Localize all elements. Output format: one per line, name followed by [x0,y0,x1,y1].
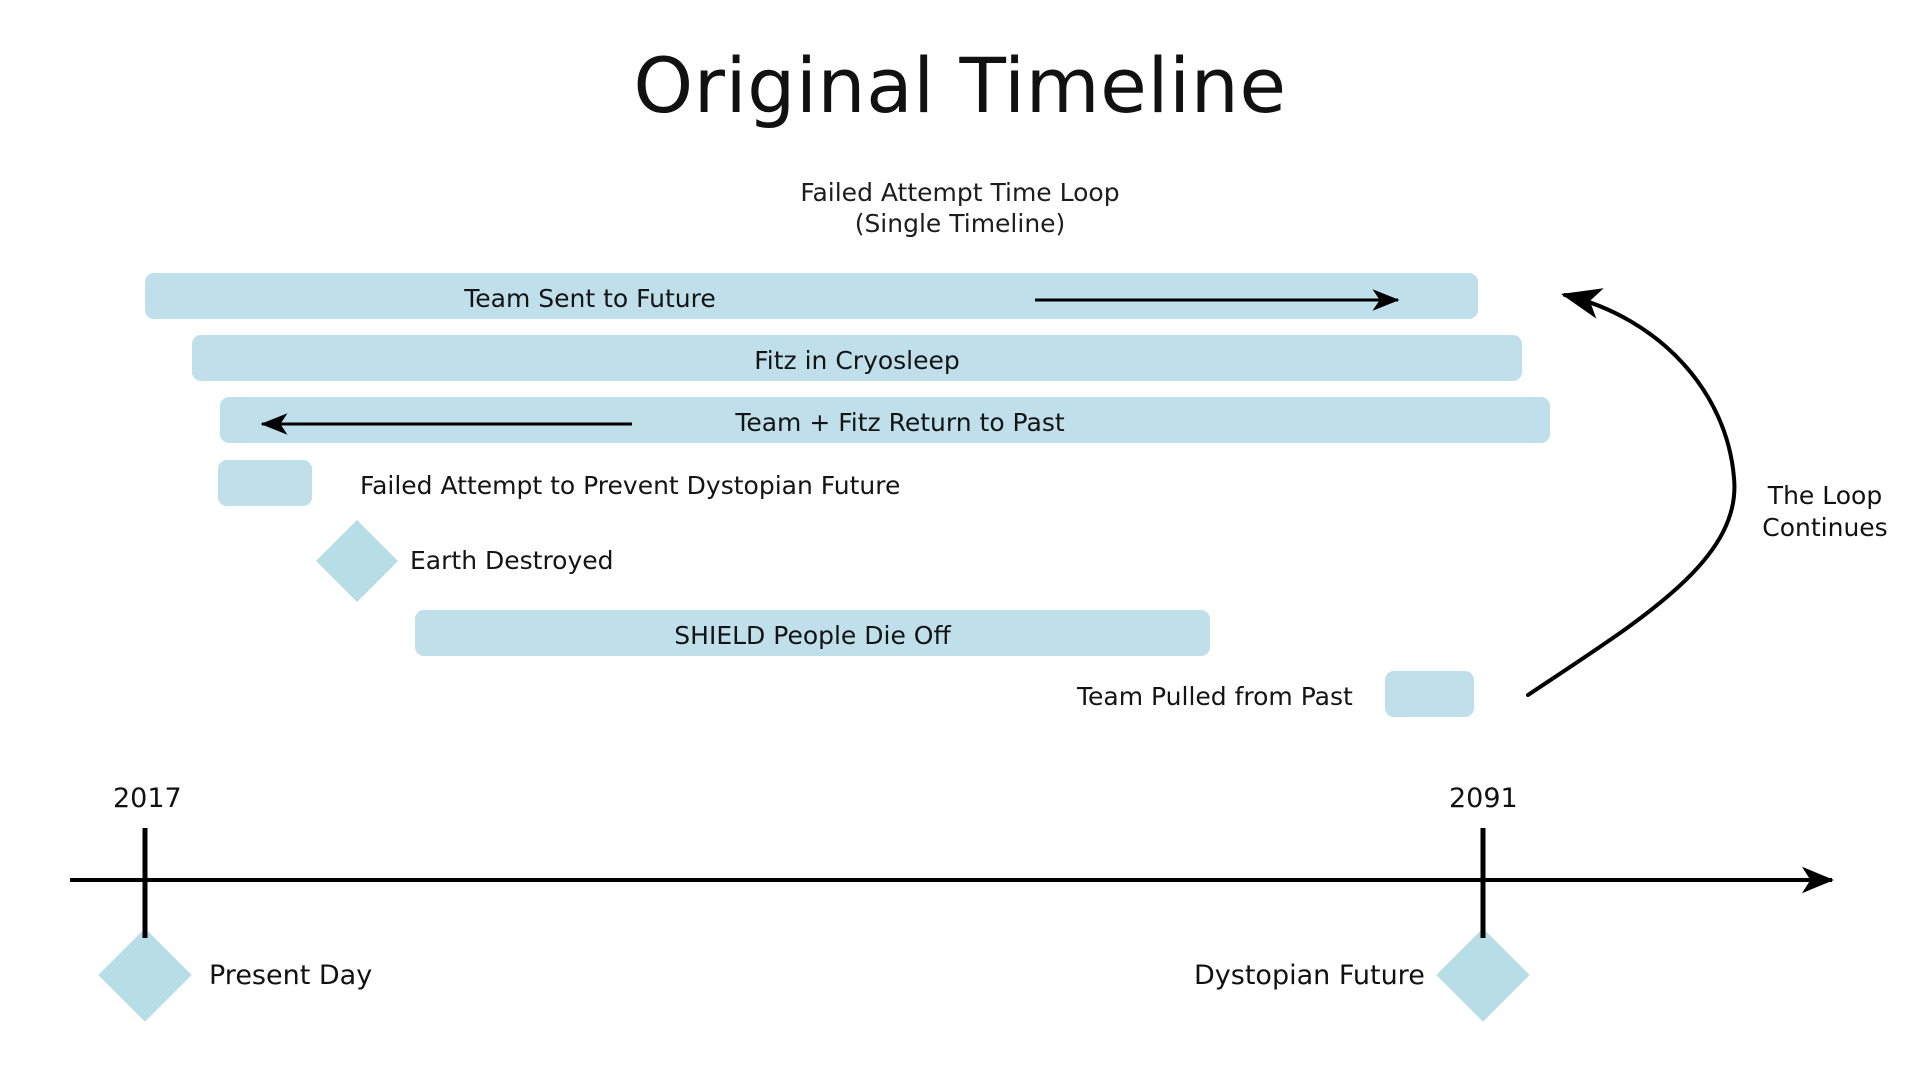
axis-tick-label-2017: 2017 [113,783,182,814]
task-bar-team-pulled-from-past[interactable] [1385,671,1474,717]
task-label-team-fitz-return-to-past: Team + Fitz Return to Past [735,408,1065,437]
axis-milestone-diamond-dystopian-future[interactable] [1436,928,1530,1022]
task-label-team-sent-to-future: Team Sent to Future [464,284,716,313]
axis-milestone-label-dystopian-future: Dystopian Future [1194,960,1425,991]
task-bar-failed-attempt[interactable] [218,460,312,506]
axis-tick-label-2091: 2091 [1449,783,1518,814]
axis-milestone-label-present-day: Present Day [209,960,373,991]
task-bar-team-fitz-return-to-past[interactable] [220,397,1550,443]
task-bar-team-sent-to-future[interactable] [145,273,1478,319]
subtitle-line-2: (Single Timeline) [854,209,1066,238]
task-label-failed-attempt: Failed Attempt to Prevent Dystopian Futu… [360,471,901,500]
task-label-earth-destroyed: Earth Destroyed [410,546,614,575]
task-label-fitz-in-cryosleep: Fitz in Cryosleep [754,346,960,375]
page-title: Original Timeline [633,41,1287,130]
task-bar-shield-people-die-off[interactable] [415,610,1210,656]
loop-continues-curve [1526,288,1737,697]
loop-continues-label: The Loop Continues [1762,481,1888,542]
task-label-shield-people-die-off: SHIELD People Die Off [674,621,951,650]
task-bar-fitz-in-cryosleep[interactable] [192,335,1522,381]
axis-milestone-diamond-present-day[interactable] [98,928,192,1022]
task-label-team-pulled-from-past: Team Pulled from Past [1077,682,1353,711]
subtitle-line-1: Failed Attempt Time Loop [800,178,1120,207]
milestone-diamond-earth-destroyed[interactable] [315,519,399,603]
